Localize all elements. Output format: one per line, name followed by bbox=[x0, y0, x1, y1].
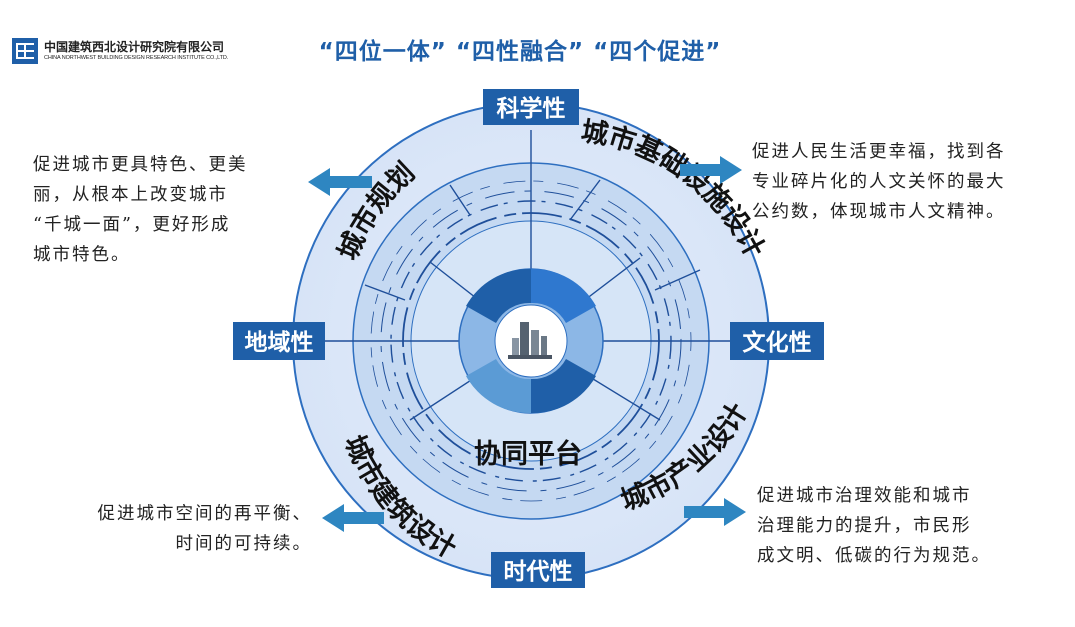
svg-text:文化性: 文化性 bbox=[743, 329, 812, 356]
label-bottom: 时代性 bbox=[491, 552, 585, 588]
description-top-right: 促进人民生活更幸福，找到各 专业碎片化的人文关怀的最大 公约数，体现城市人文精神… bbox=[752, 142, 1006, 222]
arrow-right-bottom bbox=[684, 498, 746, 526]
center-segment-top bbox=[531, 268, 596, 323]
svg-text:科学性: 科学性 bbox=[497, 95, 566, 122]
center-segment-right bbox=[531, 359, 596, 414]
center-label: 协同平台 bbox=[474, 438, 582, 470]
label-top: 科学性 bbox=[483, 89, 579, 125]
arrow-left-top bbox=[308, 168, 372, 196]
building-icon bbox=[508, 322, 552, 359]
svg-text:地域性: 地域性 bbox=[245, 329, 314, 356]
company-logo: 中国建筑西北设计研究院有限公司 CHINA NORTHWEST BUILDING… bbox=[12, 36, 242, 66]
org-name-en: CHINA NORTHWEST BUILDING DESIGN RESEARCH… bbox=[44, 54, 229, 61]
arrow-right-top bbox=[680, 156, 742, 184]
description-top-left: 促进城市更具特色、更美 丽，从根本上改变城市 “千城一面”，更好形成 城市特色。 bbox=[33, 155, 248, 265]
svg-text:时代性: 时代性 bbox=[504, 559, 573, 585]
page-headline: “四位一体” “四性融合” “四个促进” bbox=[318, 39, 722, 65]
org-name-cn: 中国建筑西北设计研究院有限公司 bbox=[44, 39, 225, 54]
logo-mark-icon bbox=[12, 38, 38, 64]
description-bottom-left: 促进城市空间的再平衡、 时间的可持续。 bbox=[97, 504, 312, 554]
label-left: 地域性 bbox=[233, 322, 325, 360]
description-bottom-right: 促进城市治理效能和城市 治理能力的提升，市民形 成文明、低碳的行为规范。 bbox=[757, 486, 991, 566]
arrow-left-bottom bbox=[322, 504, 384, 532]
center-segment-left bbox=[466, 268, 531, 323]
center-segment-bottom bbox=[466, 359, 531, 414]
label-right: 文化性 bbox=[730, 322, 824, 360]
